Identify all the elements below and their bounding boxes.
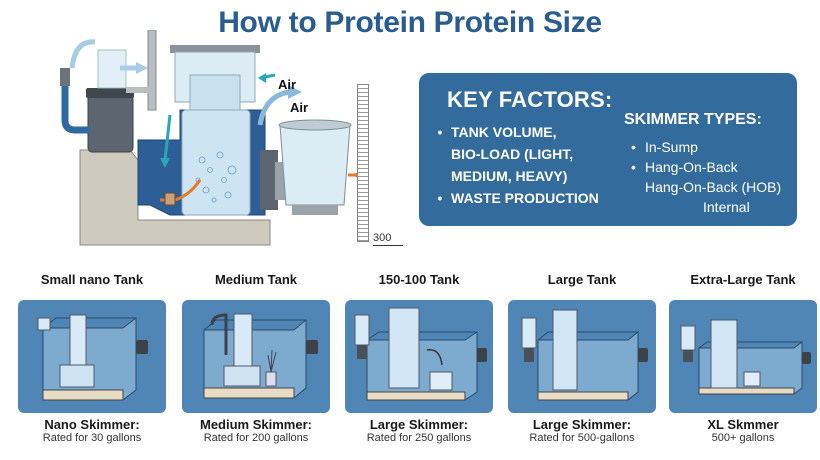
- ruler-label: 300: [373, 232, 403, 246]
- tank-card-extra-large: Extra-Large Tank XL Skmmer 500+ gallons: [669, 270, 817, 444]
- skimmer-name: Large Skimmer:: [369, 417, 469, 432]
- tank-title: Medium Tank: [214, 272, 298, 287]
- info-panel: KEY FACTORS: •TANK VOLUME, BIO-LOAD (LIG…: [419, 73, 797, 226]
- skimmer-name: XL Skmmer: [707, 417, 779, 432]
- skimmer-name: Large Skimmer:: [532, 417, 632, 432]
- key-factor-item: BIO-LOAD (LIGHT,: [451, 146, 574, 162]
- tank-title: Small nano Tank: [40, 272, 144, 287]
- skimmer-illustration: Air Air: [10, 30, 410, 260]
- tank-illustration: [669, 300, 817, 413]
- page-title: How to Protein Protein Size: [218, 6, 602, 39]
- key-factors-title: KEY FACTORS:: [447, 87, 613, 112]
- tank-title: Extra-Large Tank: [690, 272, 796, 287]
- skimmer-type-extra: Internal: [703, 199, 750, 215]
- bullet-icon: •: [631, 139, 636, 155]
- skimmer-name: Medium Skimmer:: [200, 417, 312, 432]
- tank-illustration: [182, 300, 330, 413]
- tank-title: Large Tank: [547, 272, 617, 287]
- skimmer-rating: Rated for 200 gallons: [203, 432, 309, 444]
- tank-card-large: Large Tank Large Skimmer: Rated for 500-…: [508, 270, 656, 444]
- skimmer-rating: 500+ gallons: [711, 432, 775, 444]
- key-factor-item: •WASTE PRODUCTION: [429, 187, 599, 209]
- skimmer-type-item: •Hang-On-Back: [631, 159, 738, 175]
- air-label-1: Air: [278, 77, 296, 92]
- skimmer-type-extra: Hang-On-Back (HOB): [645, 179, 782, 195]
- tank-illustration: [345, 300, 493, 413]
- tank-illustration: [508, 300, 656, 413]
- skimmer-rating: Rated for 250 gallons: [366, 432, 472, 444]
- tank-card-medium: Medium Tank Medium Skimmer: Rated for 20…: [182, 270, 330, 444]
- key-factor-item: •TANK VOLUME,: [429, 121, 599, 143]
- skimmer-types-list: •In-Sump •Hang-On-Back Hang-On-Back (HOB…: [631, 137, 781, 217]
- skimmer-type-item: •In-Sump: [631, 139, 698, 155]
- key-factors-list: •TANK VOLUME, BIO-LOAD (LIGHT, MEDIUM, H…: [429, 121, 599, 209]
- air-label-2: Air: [290, 100, 308, 115]
- bullet-icon: •: [437, 190, 443, 206]
- tank-illustration: [18, 300, 166, 413]
- tank-title: 150-100 Tank: [378, 272, 460, 287]
- bullet-icon: •: [631, 159, 636, 175]
- skimmer-name: Nano Skimmer:: [44, 417, 140, 432]
- key-factor-item: MEDIUM, HEAVY): [451, 168, 568, 184]
- tank-size-row: Small nano Tank Nano Skimmer: Rated for …: [0, 270, 820, 460]
- bullet-icon: •: [437, 124, 443, 140]
- skimmer-rating: Rated for 30 gallons: [42, 432, 142, 444]
- skimmer-types-title: SKIMMER TYPES:: [624, 111, 762, 128]
- skimmer-rating: Rated for 500-gallons: [529, 432, 635, 444]
- tank-card-small-nano: Small nano Tank Nano Skimmer: Rated for …: [18, 270, 166, 444]
- ruler: [357, 84, 369, 242]
- tank-card-150-100: 150-100 Tank Large Skimmer: Rated for 25…: [345, 270, 493, 444]
